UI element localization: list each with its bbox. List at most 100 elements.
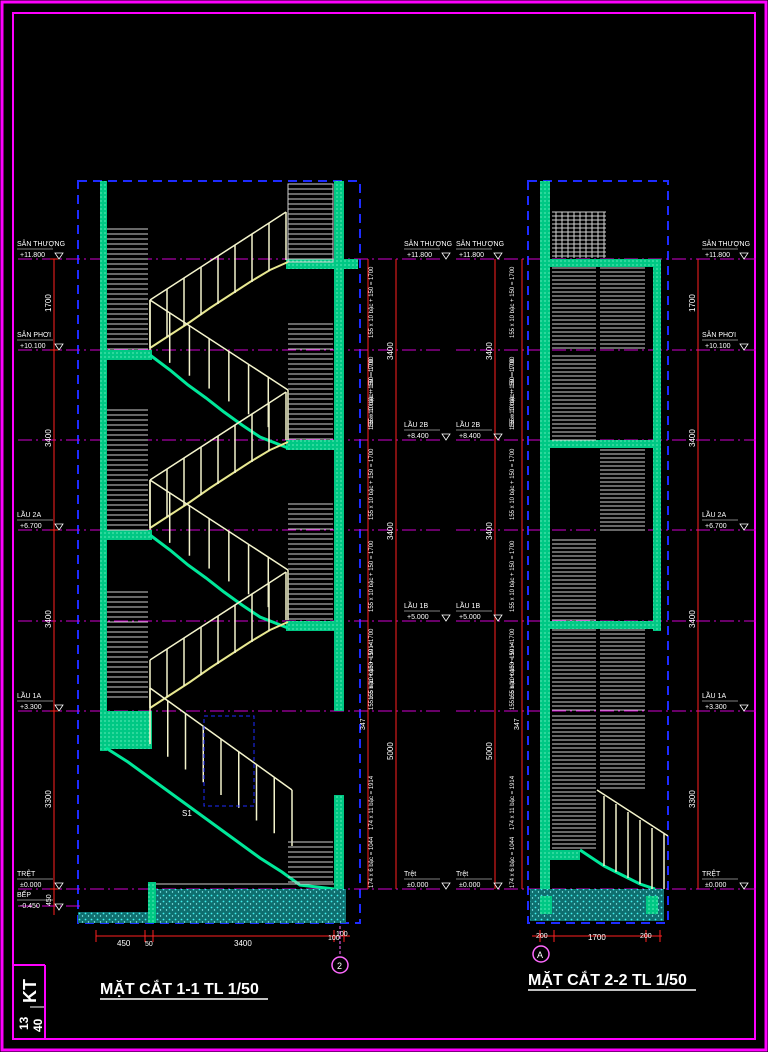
section-2-railing [596, 789, 669, 889]
level-value: ±0.000 [20, 882, 41, 889]
section-2-rdim-3300: 3300 [688, 790, 697, 808]
level-value: +3.300 [20, 704, 42, 711]
level-value: +5.000 [459, 614, 481, 621]
section-1-bottom-dims [95, 930, 350, 942]
stair-note: 155 x 10 bậc + 150 = 1700 [369, 356, 375, 428]
section-1-rdim-3400b: 3400 [386, 522, 395, 540]
section-1-railings [149, 211, 293, 791]
level-name: SÂN PHƠI [702, 330, 736, 339]
section-1-right-dim-line [367, 259, 397, 889]
section-1-elevation-blocks [287, 183, 334, 883]
level-value: ±0.000 [705, 882, 726, 889]
section-1-axis-marker [331, 956, 349, 974]
section-2-ground-fill [530, 889, 664, 921]
section-1-ground-fill [150, 889, 346, 923]
stair-note: 155 x 10 bậc + 150 = 1700 [369, 358, 375, 430]
section-1-left-dim-line [50, 258, 58, 915]
level-name: SÂN THƯỢNG [404, 239, 452, 248]
level-value: +6.700 [20, 523, 42, 530]
level-name: Trệt [404, 871, 416, 878]
level-value: +11.800 [20, 252, 45, 259]
section-2-title: MẶT CẮT 2-2 TL 1/50 [528, 970, 687, 989]
section-2-rdim-3400a: 3400 [688, 429, 697, 447]
section-1-dim-347: 347 [360, 718, 367, 730]
section-2-elevation-treads [552, 211, 645, 849]
section-2-2: 155 x 10 bậc + 150 = 1700 155 x 10 bậc + … [456, 180, 756, 991]
stair-note: 155 x 5 bậc + 150 = 1914 [510, 641, 516, 710]
section-2-axis-marker [532, 945, 550, 963]
section-1-elevation-treads [107, 228, 148, 698]
section-2-left-wall [540, 181, 550, 896]
level-name: TRỆT [702, 869, 721, 878]
level-value: ±0.000 [459, 882, 480, 889]
level-value: +10.100 [705, 343, 731, 350]
section-2-rdim-1700: 1700 [688, 294, 697, 312]
level-value: +3.300 [705, 704, 727, 711]
sheet-tag: KT 13 40 [17, 979, 45, 1032]
section-1-dim-3400a: 3400 [44, 429, 53, 447]
stair-note: 174 x 6 bậc = 1044 [510, 836, 516, 888]
level-value: +8.400 [407, 433, 429, 440]
stair-note: 174 x 11 bậc = 1914 [369, 775, 375, 830]
level-value: +11.800 [459, 252, 484, 259]
stair-note: 155 x 10 bậc + 150 = 1700 [510, 448, 516, 520]
section-2-dim-347: 347 [514, 718, 521, 730]
level-value: +6.700 [705, 523, 727, 530]
level-name: LẦU 1B [456, 600, 480, 610]
level-value: -0.450 [20, 903, 40, 910]
stair-note: 155 x 10 bậc + 150 = 1700 [369, 448, 375, 520]
stair-note: 155 x 10 bậc + 150 = 1700 [510, 356, 516, 428]
section-2-boundary [527, 180, 669, 924]
level-name: TRỆT [17, 869, 36, 878]
section-2-bdim-200a: 200 [536, 933, 548, 940]
section-1-1: S1 1700 3400 3400 3300 450 SÂN THƯỢNG+11… [17, 180, 452, 1000]
stair-note: 155 x 10 bậc + 150 = 1700 [510, 358, 516, 430]
section-1-rdim-5000: 5000 [386, 742, 395, 760]
section-2-stair-notes: 155 x 10 bậc + 150 = 1700 155 x 10 bậc + … [510, 266, 516, 888]
stair-note: 155 x 10 bậc + 150 = 1700 [510, 540, 516, 612]
section-2-slabs [540, 259, 661, 860]
section-1-dim-1700: 1700 [44, 294, 53, 312]
section-1-balusters [149, 212, 293, 846]
level-name: SÂN THƯỢNG [456, 239, 504, 248]
section-2-rdim-3400b: 3400 [688, 610, 697, 628]
section-2-ldim-3400b: 3400 [485, 522, 494, 540]
level-name: LẦU 2A [17, 509, 41, 519]
section-1-slabs [100, 259, 358, 749]
section-1-rising-flights [149, 261, 289, 709]
level-name: LẦU 1B [404, 600, 428, 610]
sheet-code: KT [20, 979, 40, 1003]
stair-note: 174 x 6 bậc = 1044 [369, 836, 375, 888]
section-1-boundary [77, 180, 361, 924]
section-2-ldim-3400a: 3400 [485, 342, 494, 360]
level-name: SÂN THƯỢNG [702, 239, 750, 248]
section-1-bdim-50: 50 [145, 941, 153, 948]
sheet-total: 40 [31, 1018, 45, 1032]
level-name: LẦU 2A [702, 509, 726, 519]
level-value: +5.000 [407, 614, 429, 621]
section-2-bdim-1700: 1700 [588, 933, 606, 942]
section-1-stair-flights [105, 353, 335, 891]
level-name: LẦU 1A [702, 690, 726, 700]
stair-note: 155 x 10 bậc + 150 = 1700 [510, 266, 516, 338]
section-1-bdim-100a: 100 [328, 935, 340, 942]
section-1-bdim-450: 450 [117, 939, 131, 948]
section-2-ldim-5000: 5000 [485, 742, 494, 760]
stair-note: 155 x 10 bậc + 150 = 1700 [369, 540, 375, 612]
level-value: +11.800 [705, 252, 730, 259]
level-value: +11.800 [407, 252, 432, 259]
section-1-s1-label: S1 [182, 809, 192, 818]
level-name: BẾP [17, 889, 31, 899]
section-2-stair-flight [579, 848, 656, 891]
level-name: SÂN THƯỢNG [17, 239, 65, 248]
section-1-title: MẶT CẮT 1-1 TL 1/50 [100, 979, 259, 998]
stair-note: 155 x 5 bậc + 150 = 1914 [369, 641, 375, 710]
stair-note: 155 x 10 bậc + 150 = 1700 [369, 628, 375, 700]
level-name: LẦU 2B [404, 419, 428, 429]
sheet-number: 13 [17, 1016, 31, 1030]
